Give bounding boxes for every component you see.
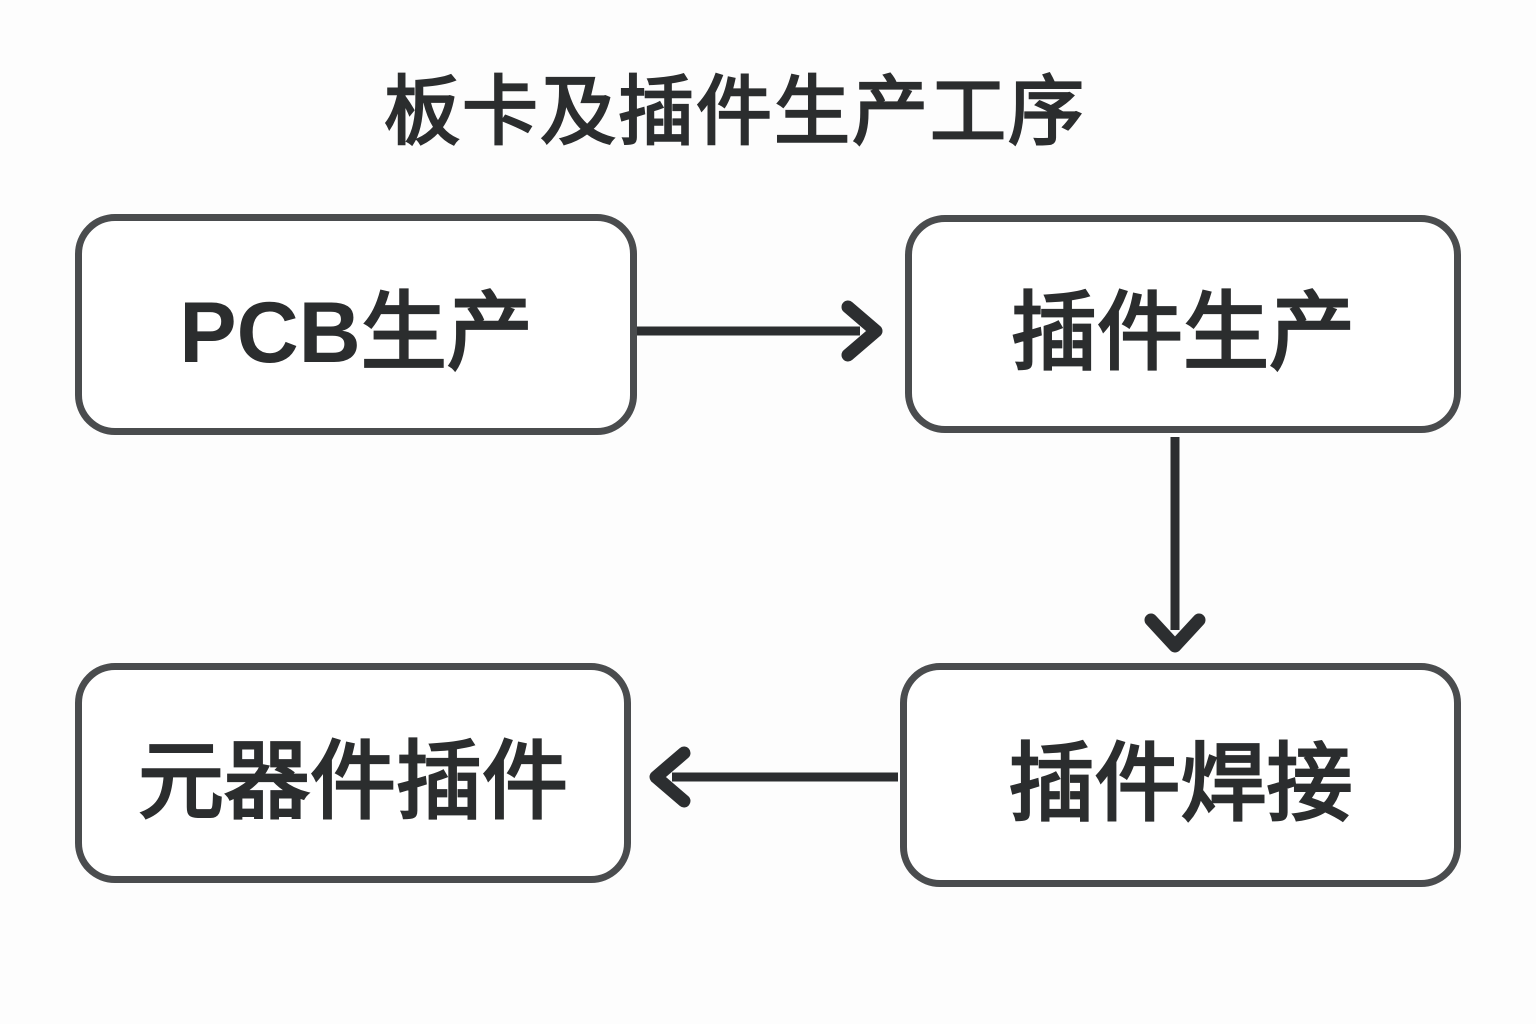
node-component-insertion: 元器件插件 [75, 663, 631, 883]
arrow-down-icon [1144, 437, 1206, 653]
node-plugin-production: 插件生产 [905, 215, 1461, 433]
node-component-insertion-label: 元器件插件 [138, 733, 568, 830]
diagram-title: 板卡及插件生产工序 [384, 70, 1086, 155]
arrow-left-icon [649, 746, 898, 808]
node-plugin-soldering: 插件焊接 [900, 663, 1461, 887]
arrow-right-icon [637, 300, 883, 362]
node-plugin-soldering-label: 插件焊接 [1008, 735, 1353, 832]
node-pcb-production-label: PCB生产 [179, 285, 533, 381]
node-pcb-production: PCB生产 [75, 214, 637, 435]
node-plugin-production-label: 插件生产 [1011, 284, 1355, 381]
